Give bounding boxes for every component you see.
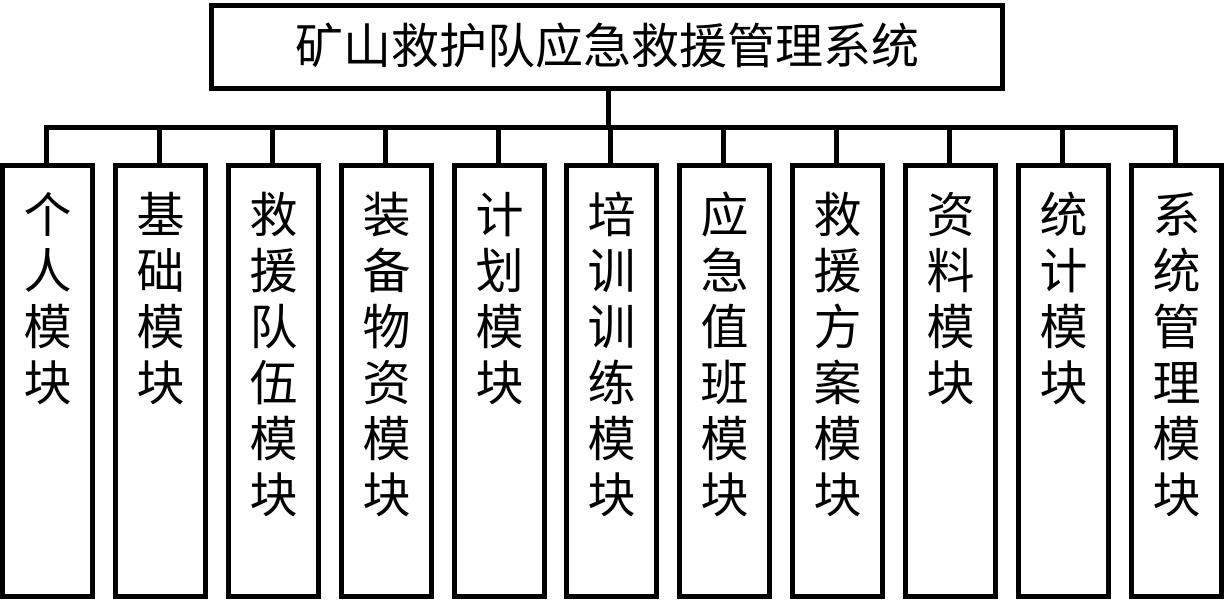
module-label: 装备物资模块 — [362, 188, 411, 524]
module-label: 系统管理模块 — [1152, 188, 1201, 524]
module-connector — [44, 125, 49, 165]
module-node-training: 培训训练模块 — [564, 163, 659, 599]
module-label: 个人模块 — [23, 188, 72, 412]
module-node-duty: 应急值班模块 — [677, 163, 772, 599]
module-connector — [496, 125, 501, 165]
module-label: 救援方案模块 — [813, 188, 862, 524]
module-label: 应急值班模块 — [700, 188, 749, 524]
root-node: 矿山救护队应急救援管理系统 — [209, 3, 1005, 91]
module-connector — [721, 125, 726, 165]
module-connector — [608, 125, 613, 165]
trunk-connector — [606, 91, 611, 129]
module-connector — [270, 125, 275, 165]
module-node-plan: 计划模块 — [452, 163, 547, 599]
module-node-rescue-team: 救援队伍模块 — [226, 163, 321, 599]
module-node-documents: 资料模块 — [903, 163, 998, 599]
module-label: 统计模块 — [1039, 188, 1088, 412]
root-title: 矿山救护队应急救援管理系统 — [294, 19, 919, 75]
module-connector — [157, 125, 162, 165]
module-connector — [834, 125, 839, 165]
module-connector — [1060, 125, 1065, 165]
module-node-rescue-plan: 救援方案模块 — [790, 163, 885, 599]
module-connector — [1173, 125, 1178, 165]
module-label: 救援队伍模块 — [249, 188, 298, 524]
module-node-statistics: 统计模块 — [1016, 163, 1111, 599]
module-node-personal: 个人模块 — [0, 163, 95, 599]
module-connector — [947, 125, 952, 165]
module-node-system-admin: 系统管理模块 — [1129, 163, 1224, 599]
module-label: 培训训练模块 — [587, 188, 636, 524]
module-label: 计划模块 — [475, 188, 524, 412]
module-connector — [383, 125, 388, 165]
module-node-basic: 基础模块 — [113, 163, 208, 599]
module-node-equipment: 装备物资模块 — [339, 163, 434, 599]
module-label: 资料模块 — [926, 188, 975, 412]
module-label: 基础模块 — [136, 188, 185, 412]
